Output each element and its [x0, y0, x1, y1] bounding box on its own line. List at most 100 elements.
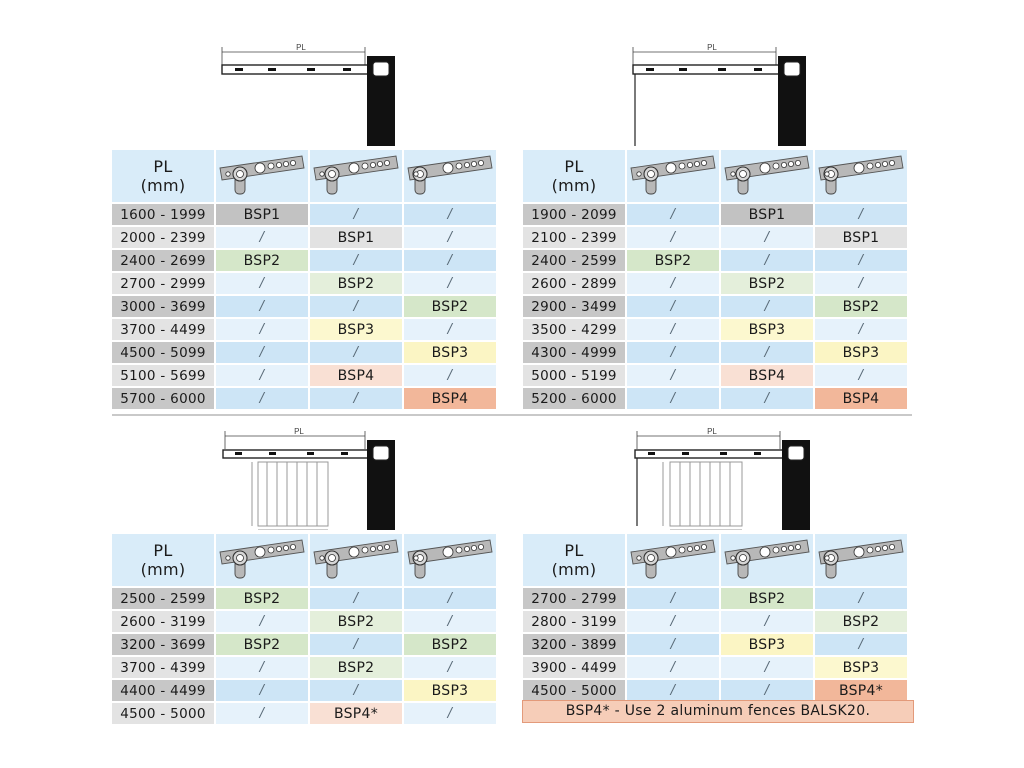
range-cell: 2000 - 2399	[112, 227, 214, 248]
empty-cell: /	[216, 657, 308, 678]
bsp-cell: BSP2	[216, 634, 308, 655]
table-row: 1900 - 2099/BSP1/	[523, 204, 907, 225]
empty-cell: /	[310, 342, 402, 363]
bracket-column-3	[404, 150, 496, 202]
range-cell: 2900 - 3499	[523, 296, 625, 317]
empty-cell: /	[721, 227, 813, 248]
bsp-cell: BSP2	[310, 273, 402, 294]
range-cell: 4400 - 4499	[112, 680, 214, 701]
range-cell: 3000 - 3699	[112, 296, 214, 317]
table-row: 2000 - 2399/BSP1/	[112, 227, 496, 248]
empty-cell: /	[721, 296, 813, 317]
table-row: 3000 - 3699//BSP2	[112, 296, 496, 317]
range-cell: 4500 - 5099	[112, 342, 214, 363]
table-row: 2700 - 2999/BSP2/	[112, 273, 496, 294]
bracket-icon	[313, 155, 399, 195]
bsp-cell: BSP3	[404, 680, 496, 701]
range-cell: 3900 - 4499	[523, 657, 625, 678]
empty-cell: /	[627, 657, 719, 678]
bracket-icon	[407, 539, 493, 579]
empty-cell: /	[216, 611, 308, 632]
range-cell: 2400 - 2699	[112, 250, 214, 271]
range-cell: 3500 - 4299	[523, 319, 625, 340]
empty-cell: /	[216, 388, 308, 409]
empty-cell: /	[721, 680, 813, 701]
empty-cell: /	[721, 250, 813, 271]
bracket-column-1	[216, 534, 308, 586]
bsp-cell: BSP4	[310, 365, 402, 386]
pl-header-unit: (mm)	[140, 176, 186, 195]
bsp-cell: BSP2	[815, 611, 907, 632]
bsp-cell: BSP4	[815, 388, 907, 409]
pl-header: PL(mm)	[523, 150, 625, 202]
bsp-cell: BSP4*	[815, 680, 907, 701]
range-cell: 3200 - 3699	[112, 634, 214, 655]
empty-cell: /	[627, 365, 719, 386]
empty-cell: /	[404, 204, 496, 225]
pl-label: PL	[294, 427, 304, 436]
table-row: 3500 - 4299/BSP3/	[523, 319, 907, 340]
table-row: 2600 - 3199/BSP2/	[112, 611, 496, 632]
empty-cell: /	[627, 680, 719, 701]
table-row: 2700 - 2799/BSP2/	[523, 588, 907, 609]
empty-cell: /	[310, 388, 402, 409]
empty-cell: /	[815, 273, 907, 294]
bsp-cell: BSP1	[310, 227, 402, 248]
empty-cell: /	[404, 365, 496, 386]
table-row: 5100 - 5699/BSP4/	[112, 365, 496, 386]
bsp-cell: BSP2	[310, 657, 402, 678]
bracket-column-1	[216, 150, 308, 202]
empty-cell: /	[815, 250, 907, 271]
range-cell: 1900 - 2099	[523, 204, 625, 225]
pl-header-unit: (mm)	[551, 176, 597, 195]
empty-cell: /	[627, 204, 719, 225]
pl-label: PL	[296, 43, 306, 52]
empty-cell: /	[216, 319, 308, 340]
empty-cell: /	[310, 680, 402, 701]
empty-cell: /	[627, 319, 719, 340]
bsp-cell: BSP2	[627, 250, 719, 271]
range-cell: 2600 - 2899	[523, 273, 625, 294]
bsp-cell: BSP2	[404, 296, 496, 317]
bsp-cell: BSP1	[216, 204, 308, 225]
range-cell: 4300 - 4999	[523, 342, 625, 363]
empty-cell: /	[815, 204, 907, 225]
empty-cell: /	[627, 296, 719, 317]
bsp-cell: BSP3	[815, 657, 907, 678]
empty-cell: /	[721, 611, 813, 632]
bracket-column-2	[721, 534, 813, 586]
empty-cell: /	[404, 250, 496, 271]
range-cell: 5000 - 5199	[523, 365, 625, 386]
barrier-diagram-top-right: PL	[632, 43, 806, 146]
bsp-cell: BSP2	[721, 273, 813, 294]
table-bottom-right: PL(mm)2700 - 2799/BSP2/2800 - 3199//BSP2…	[521, 532, 909, 703]
range-cell: 1600 - 1999	[112, 204, 214, 225]
table-row: 2800 - 3199//BSP2	[523, 611, 907, 632]
table-row: 3200 - 3899/BSP3/	[523, 634, 907, 655]
table-row: 4500 - 5000/BSP4*/	[112, 703, 496, 724]
bsp-cell: BSP4	[721, 365, 813, 386]
table-row: 2100 - 2399//BSP1	[523, 227, 907, 248]
empty-cell: /	[404, 657, 496, 678]
empty-cell: /	[815, 319, 907, 340]
empty-cell: /	[627, 611, 719, 632]
empty-cell: /	[216, 296, 308, 317]
range-cell: 5200 - 6000	[523, 388, 625, 409]
bracket-column-3	[404, 534, 496, 586]
empty-cell: /	[721, 657, 813, 678]
bracket-icon	[818, 539, 904, 579]
range-cell: 4500 - 5000	[523, 680, 625, 701]
range-cell: 2500 - 2599	[112, 588, 214, 609]
empty-cell: /	[627, 388, 719, 409]
note-bsp4: BSP4* - Use 2 aluminum fences BALSK20.	[522, 700, 914, 723]
pl-header-label: PL	[564, 541, 584, 560]
empty-cell: /	[404, 588, 496, 609]
bsp-cell: BSP3	[721, 634, 813, 655]
bsp-cell: BSP2	[721, 588, 813, 609]
pl-label: PL	[707, 427, 717, 436]
pl-label: PL	[707, 43, 717, 52]
range-cell: 3200 - 3899	[523, 634, 625, 655]
bracket-icon	[219, 155, 305, 195]
